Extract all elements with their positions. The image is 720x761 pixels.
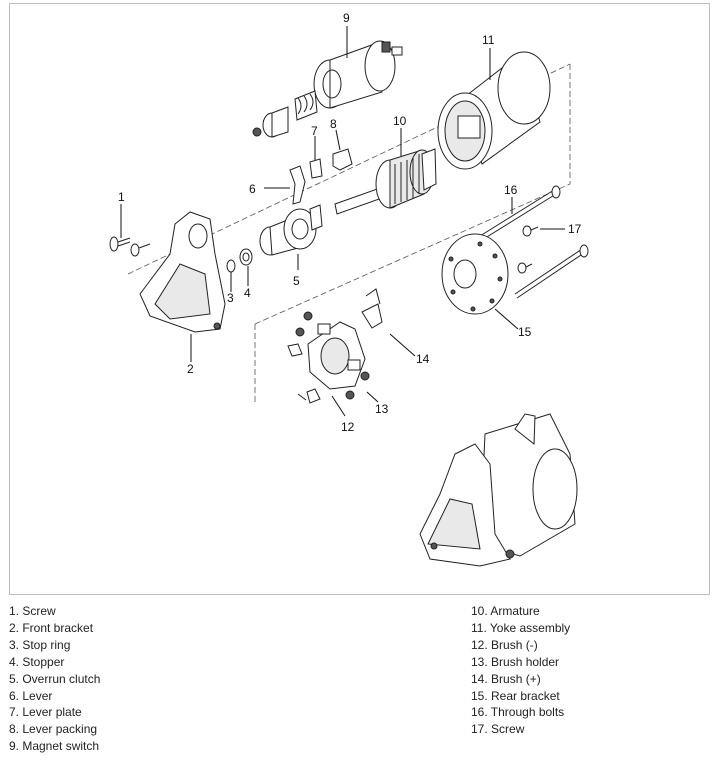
legend-item: 10. Armature [471, 604, 540, 618]
brush-positive [361, 288, 383, 329]
callout-7: 7 [311, 124, 318, 138]
legend-item: 3. Stop ring [9, 637, 71, 652]
callout-12: 12 [341, 420, 355, 434]
callout-6: 6 [249, 182, 256, 196]
screw-front [109, 236, 151, 257]
leader-12 [331, 395, 346, 417]
callout-11: 11 [482, 33, 495, 47]
callout-15: 15 [518, 325, 532, 339]
callout-8: 8 [330, 117, 337, 131]
callout-3: 3 [227, 291, 234, 305]
legend-item: 5. Overrun clutch [9, 671, 101, 686]
screw-rear [517, 225, 539, 274]
legend-item: 14. Brush (+) [471, 671, 541, 686]
callout-9: 9 [343, 11, 350, 25]
legend-item: 17. Screw [471, 722, 525, 737]
callout-13: 13 [375, 402, 389, 416]
legend-item: 11. Yoke assembly [471, 620, 571, 635]
legend-item: 13. Brush holder [471, 654, 560, 669]
callout-17: 17 [568, 222, 582, 236]
legend-item: 16. Through bolts [471, 705, 565, 720]
front-bracket [139, 211, 226, 333]
leader-15 [494, 308, 519, 330]
callout-14: 14 [416, 352, 430, 366]
stop-ring [226, 259, 236, 273]
lever-packing [332, 148, 353, 171]
magnet-switch [252, 40, 403, 138]
lever-plate [309, 158, 323, 179]
exploded-view-diagram: 1 2 3 4 5 6 7 8 9 10 11 12 13 14 15 16 1… [9, 3, 710, 595]
parts-legend-right: 10. Armature 11. Yoke assembly 12. Brush… [471, 603, 570, 738]
brush-negative [297, 388, 321, 404]
callout-2: 2 [187, 362, 194, 376]
leader-13 [366, 391, 379, 403]
through-bolts [479, 185, 589, 299]
callout-10: 10 [393, 114, 407, 128]
diagram-canvas: 1 2 3 4 5 6 7 8 9 10 11 12 13 14 15 16 1… [109, 11, 589, 567]
callout-4: 4 [244, 286, 251, 300]
overrun-clutch [259, 204, 323, 256]
callout-1: 1 [118, 190, 125, 204]
leader-8 [335, 129, 341, 151]
legend-item: 15. Rear bracket [471, 688, 560, 703]
yoke-assembly [437, 51, 551, 170]
leader-14 [389, 333, 416, 357]
legend-item: 12. Brush (-) [471, 637, 538, 652]
legend-item: 8. Lever packing [9, 722, 98, 737]
armature [334, 148, 437, 215]
assembled-starter [419, 413, 578, 567]
legend-item: 9. Magnet switch [9, 739, 100, 754]
callout-16: 16 [504, 183, 518, 197]
legend-item: 7. Lever plate [9, 705, 82, 720]
lever [289, 165, 306, 205]
legend-item: 1. Screw [9, 604, 56, 618]
legend-item: 4. Stopper [9, 654, 65, 669]
legend-item: 2. Front bracket [9, 620, 94, 635]
assembly-axis-middle [254, 183, 571, 325]
parts-legend-left: 1. Screw 2. Front bracket 3. Stop ring 4… [9, 603, 100, 755]
legend-item: 6. Lever [9, 688, 53, 703]
callout-5: 5 [293, 274, 300, 288]
brush-holder [295, 311, 370, 400]
brush-negative-upper [287, 343, 303, 357]
stopper [239, 248, 253, 266]
rear-bracket [441, 233, 509, 315]
